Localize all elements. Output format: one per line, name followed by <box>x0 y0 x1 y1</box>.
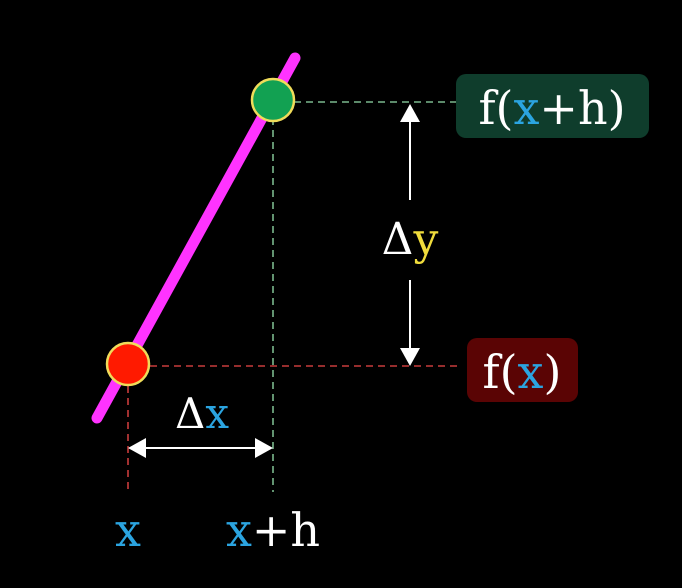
label-delta-x: Δx <box>175 389 229 438</box>
xh-var: x <box>226 503 252 557</box>
point-x-plus-h <box>250 77 296 123</box>
delta-x-symbol: Δ <box>175 389 205 438</box>
fxh-suffix: +h) <box>539 81 625 135</box>
fxh-prefix: f( <box>478 81 513 135</box>
delta-y-symbol: Δ <box>382 214 414 265</box>
delta-x-arrow <box>128 438 273 458</box>
label-delta-y: Δy <box>382 214 439 265</box>
delta-y-var: y <box>412 214 438 265</box>
label-fxh: f(x+h) <box>456 74 649 138</box>
fx-var: x <box>518 345 544 399</box>
tick-x: x <box>115 503 141 557</box>
label-fx: f(x) <box>467 338 578 402</box>
svg-text:f(x): f(x) <box>483 345 562 399</box>
tick-x-plus-h: x+h <box>226 503 320 557</box>
point-x <box>105 341 151 387</box>
fx-prefix: f( <box>483 345 518 399</box>
xh-suffix: +h <box>252 503 320 557</box>
svg-text:f(x+h): f(x+h) <box>478 81 625 135</box>
fx-suffix: ) <box>543 345 561 399</box>
delta-y-arrow <box>400 104 420 366</box>
delta-x-var: x <box>205 389 229 438</box>
fxh-var: x <box>513 81 539 135</box>
